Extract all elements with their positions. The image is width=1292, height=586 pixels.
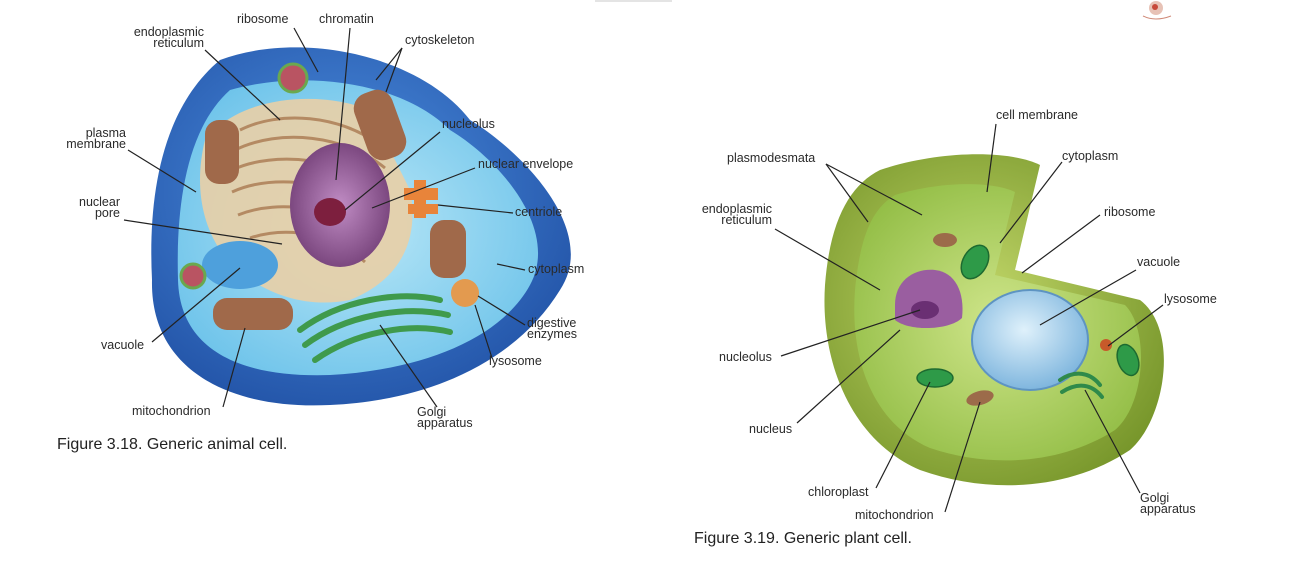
plant-vacuole-shape (971, 289, 1089, 391)
plant-cell-caption: Figure 3.19. Generic plant cell. (694, 530, 912, 547)
label-endoplasmic-reticulum-plant: endoplasmic reticulum (701, 202, 772, 227)
vesicle-shape-2 (179, 262, 207, 290)
chloroplast-shapes (916, 244, 1140, 388)
label-endoplasmic-reticulum: endoplasmic reticulum (133, 25, 204, 50)
animal-cell (151, 47, 571, 406)
label-cytoplasm-plant: cytoplasm (1062, 149, 1119, 163)
plant-cell (824, 154, 1164, 486)
label-cytoskeleton: cytoskeleton (405, 33, 475, 47)
label-plasma-membrane: plasma membrane (66, 126, 126, 151)
label-cell-membrane: cell membrane (996, 108, 1078, 122)
label-vacuole-plant: vacuole (1137, 255, 1181, 269)
label-centriole: centriole (515, 205, 563, 219)
label-lysosome-animal: lysosome (489, 354, 542, 368)
nucleolus-shape (314, 198, 346, 226)
label-chromatin: chromatin (319, 12, 374, 26)
golgi-shape (297, 293, 453, 363)
plant-mitochondria-shapes (933, 233, 994, 406)
label-digestive-enzymes: digestive enzymes (527, 316, 578, 341)
label-cytoplasm-animal: cytoplasm (528, 262, 585, 276)
corner-logo-mark (1142, 1, 1172, 20)
vacuole-shape (202, 241, 278, 289)
label-mitochondrion-animal: mitochondrion (132, 404, 211, 418)
label-nucleus: nucleus (749, 422, 793, 436)
mitochondria-shapes (205, 89, 466, 330)
label-chloroplast: chloroplast (808, 485, 869, 499)
plant-nucleolus-shape (911, 301, 939, 319)
label-ribosome: ribosome (237, 12, 289, 26)
label-nuclear-envelope: nuclear envelope (478, 157, 574, 171)
label-mitochondrion-plant: mitochondrion (855, 508, 934, 522)
label-vacuole-animal: vacuole (101, 338, 145, 352)
label-nucleolus-plant: nucleolus (719, 350, 772, 364)
label-plasmodesmata: plasmodesmata (727, 151, 816, 165)
plant-golgi-shape (1058, 371, 1104, 399)
label-golgi-plant: Golgi apparatus (1140, 491, 1196, 516)
label-golgi-animal: Golgi apparatus (417, 405, 473, 430)
label-lysosome-plant: lysosome (1164, 292, 1217, 306)
vesicle-shape-1 (277, 62, 309, 94)
label-nuclear-pore: nuclear pore (79, 195, 120, 220)
plant-nucleus-shape (895, 269, 963, 329)
label-ribosome-plant: ribosome (1104, 205, 1156, 219)
plant-lysosome-shape (1100, 339, 1112, 351)
leader-lines (123, 27, 1164, 513)
label-nucleolus-animal: nucleolus (442, 117, 495, 131)
centriole-shape (404, 180, 438, 218)
animal-cell-caption: Figure 3.18. Generic animal cell. (57, 436, 288, 453)
lysosome-shape (451, 279, 479, 307)
